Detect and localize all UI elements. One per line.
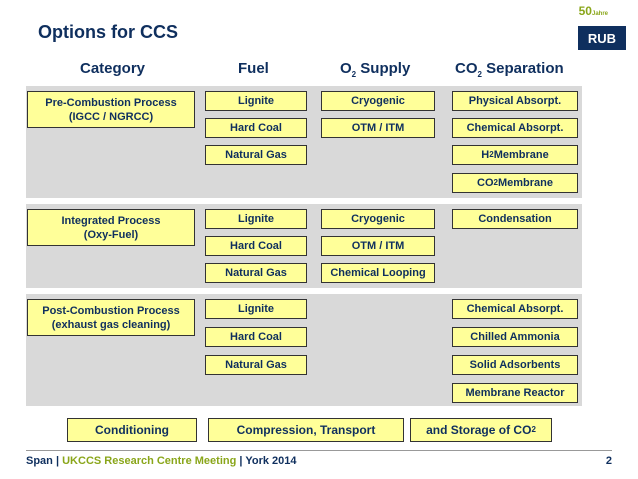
rub-logo: RUB [578, 26, 626, 50]
category-line1: Integrated Process [61, 214, 161, 227]
footer-place-year: York 2014 [245, 455, 297, 467]
fuel-natural-gas: Natural Gas [205, 263, 307, 283]
fuel-hard-coal: Hard Coal [205, 118, 307, 138]
o2-otm-itm: OTM / ITM [321, 118, 435, 138]
category-line2: (exhaust gas cleaning) [51, 318, 171, 331]
header-fuel: Fuel [238, 60, 269, 77]
sep-chemical-absorption: Chemical Absorpt. [452, 299, 578, 319]
co2-prefix: CO [477, 177, 494, 189]
category-integrated: Integrated Process (Oxy-Fuel) [27, 209, 195, 246]
anniversary-logo: 50Jahre [579, 4, 608, 18]
category-post-combustion: Post-Combustion Process (exhaust gas cle… [27, 299, 195, 336]
category-line1: Pre-Combustion Process [45, 96, 177, 109]
sep-membrane-reactor: Membrane Reactor [452, 383, 578, 403]
footer-event: UKCCS Research Centre Meeting [62, 455, 237, 467]
o2-cryogenic: Cryogenic [321, 209, 435, 229]
sep-solid-adsorbents: Solid Adsorbents [452, 355, 578, 375]
compression-transport-box: Compression, Transport [208, 418, 404, 442]
fuel-lignite: Lignite [205, 299, 307, 319]
slide-title: Options for CCS [38, 22, 178, 42]
storage-sub: 2 [531, 425, 536, 434]
sep-condensation: Condensation [452, 209, 578, 229]
fuel-natural-gas: Natural Gas [205, 355, 307, 375]
sep-chemical-absorption: Chemical Absorpt. [452, 118, 578, 138]
fuel-lignite: Lignite [205, 91, 307, 111]
category-pre-combustion: Pre-Combustion Process (IGCC / NGRCC) [27, 91, 195, 128]
footer-author: Span [26, 455, 53, 467]
header-o2-prefix: O [340, 60, 352, 77]
h2-prefix: H [481, 149, 490, 161]
header-co2-suffix: Separation [481, 60, 564, 77]
header-co2-prefix: CO [455, 60, 478, 77]
h2-sub: 2 [489, 150, 494, 159]
footer-sep1: | [52, 455, 63, 467]
category-line2: (Oxy-Fuel) [83, 228, 139, 241]
anniversary-suffix: Jahre [591, 11, 608, 17]
h2-suffix: Membrane [493, 149, 549, 161]
header-o2-supply: O2 Supply [340, 60, 410, 79]
o2-chemical-looping: Chemical Looping [321, 263, 435, 283]
o2-cryogenic: Cryogenic [321, 91, 435, 111]
header-category: Category [80, 60, 146, 77]
anniversary-number: 50 [578, 4, 592, 18]
fuel-hard-coal: Hard Coal [205, 236, 307, 256]
header-co2-separation: CO2 Separation [455, 60, 564, 79]
header-o2-suffix: Supply [356, 60, 411, 77]
conditioning-box: Conditioning [67, 418, 197, 442]
storage-prefix: and Storage of CO [426, 423, 532, 437]
co2-suffix: Membrane [497, 177, 553, 189]
footer: Span | UKCCS Research Centre Meeting | Y… [26, 455, 297, 467]
co2-sub: 2 [493, 178, 498, 187]
fuel-hard-coal: Hard Coal [205, 327, 307, 347]
category-line1: Post-Combustion Process [42, 304, 180, 317]
fuel-lignite: Lignite [205, 209, 307, 229]
fuel-natural-gas: Natural Gas [205, 145, 307, 165]
sep-chilled-ammonia: Chilled Ammonia [452, 327, 578, 347]
footer-divider [26, 450, 612, 451]
header-co2-sub: 2 [477, 70, 482, 79]
category-line2: (IGCC / NGRCC) [68, 110, 154, 123]
header-o2-sub: 2 [351, 70, 357, 79]
footer-sep2: | [236, 455, 246, 467]
sep-physical-absorption: Physical Absorpt. [452, 91, 578, 111]
page-number: 2 [605, 455, 612, 467]
o2-otm-itm: OTM / ITM [321, 236, 435, 256]
